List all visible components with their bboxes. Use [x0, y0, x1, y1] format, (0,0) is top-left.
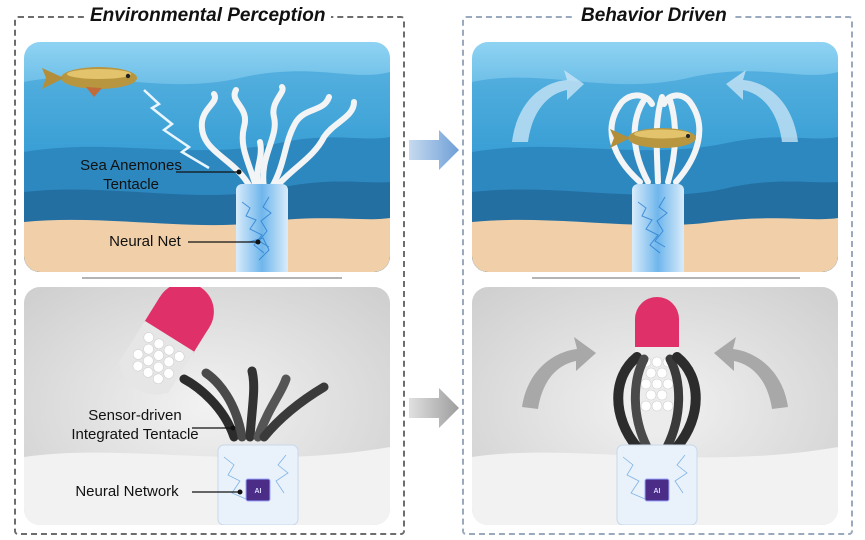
- label-neural-net: Neural Net: [109, 233, 181, 250]
- fish-icon: [610, 128, 696, 148]
- signal-spark: [143, 89, 210, 170]
- label-sensor-line1: Sensor-driven: [88, 407, 182, 424]
- flow-arrow-icon: [409, 388, 459, 428]
- curved-arrow-icon: [714, 337, 788, 409]
- label-sensor-line2: Integrated Tentacle: [71, 426, 199, 443]
- label-sensor-driven-tentacle: Sensor-driven Integrated Tentacle: [50, 406, 220, 444]
- label-tentacle-line2: Tentacle: [103, 176, 159, 193]
- anemone-scene-behavior: [472, 42, 838, 272]
- robotic-scene-perception: AI: [24, 287, 390, 525]
- fish-icon: [42, 67, 137, 97]
- anemone-tentacles: [198, 84, 357, 190]
- curved-arrow-icon: [726, 70, 798, 142]
- ai-chip-icon: AI: [644, 478, 670, 502]
- curved-arrow-icon: [522, 337, 596, 409]
- anemone-stem: [632, 184, 684, 272]
- label-sea-anemones-tentacle: Sea Anemones Tentacle: [66, 156, 196, 194]
- label-neural-network: Neural Network: [75, 483, 179, 500]
- capsule-icon: [118, 287, 214, 395]
- curved-arrow-icon: [512, 70, 584, 142]
- robotic-scene-behavior: AI: [472, 287, 838, 525]
- heading-behavior-driven: Behavior Driven: [575, 5, 733, 27]
- robotic-tentacles-grip: [613, 352, 701, 452]
- label-tentacle-line1: Sea Anemones: [80, 157, 182, 174]
- chip-label-left: AI: [255, 488, 262, 495]
- flow-arrow-icon: [409, 130, 459, 170]
- chip-label-right: AI: [654, 488, 661, 495]
- heading-environmental-perception: Environmental Perception: [84, 5, 332, 27]
- ai-chip-icon: AI: [245, 478, 271, 502]
- transition-arrows: [409, 130, 459, 428]
